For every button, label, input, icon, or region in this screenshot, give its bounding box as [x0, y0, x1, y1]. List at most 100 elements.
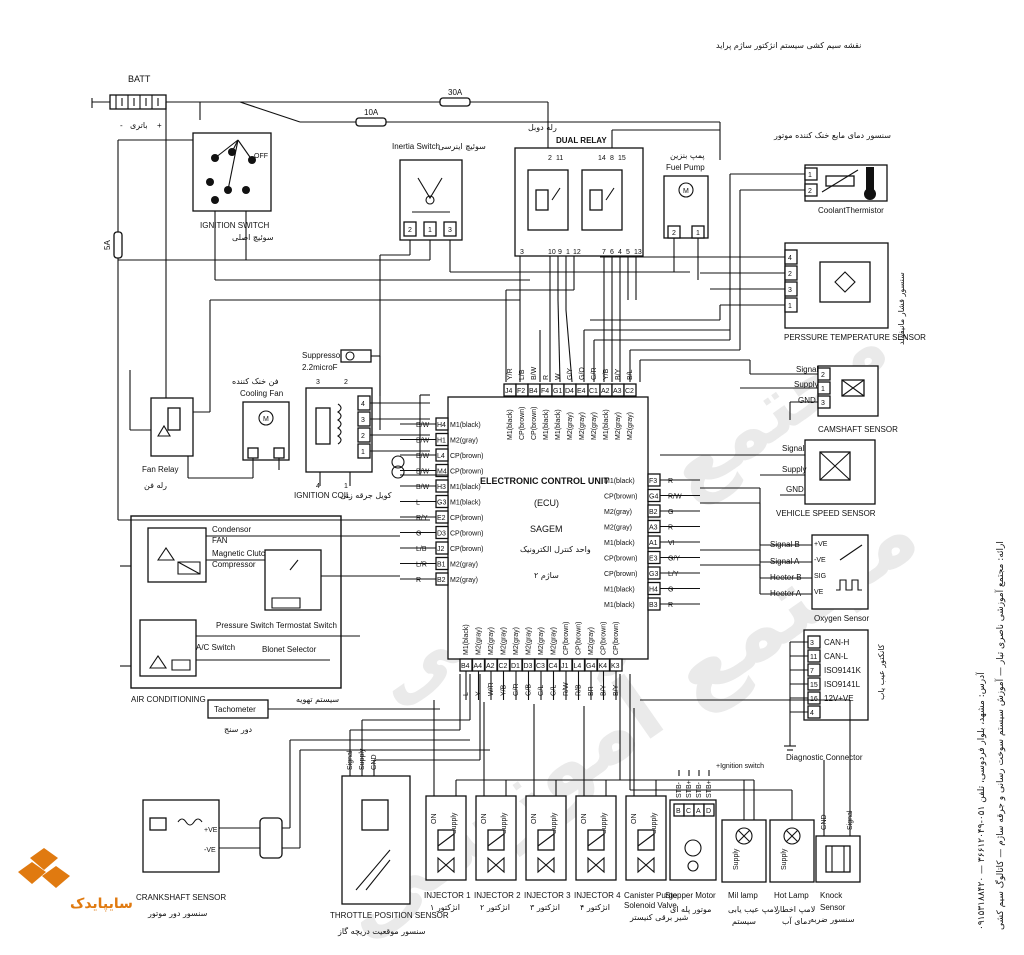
svg-text:VE: VE — [814, 589, 824, 596]
svg-text:4: 4 — [618, 249, 622, 256]
svg-text:SIG: SIG — [814, 573, 826, 580]
injector-label: INJECTOR 1 — [424, 891, 471, 900]
ecu-left-color: R — [416, 577, 421, 584]
ecu-left-pin: D3 — [437, 531, 446, 538]
ecu-top-color: B/Y — [615, 368, 622, 380]
ecu-top-id: M1(black) — [603, 409, 610, 440]
ecu-right-id: CP(brown) — [604, 556, 637, 563]
svg-text:1: 1 — [428, 227, 432, 234]
ecu-top-pin: J4 — [505, 388, 513, 395]
svg-text:1: 1 — [344, 483, 348, 490]
ecu-top-pin: C1 — [589, 388, 598, 395]
ecu-top-color: Y/R — [507, 368, 514, 380]
ecu-left-id: M2(gray) — [450, 577, 478, 584]
battery-fa: باتری — [130, 121, 148, 130]
throttle-position-sensor: Signal Supply GND THROTTLE POSITION SENS… — [330, 748, 449, 936]
ecu-bottom-id: CP(brown) — [613, 622, 620, 655]
svg-text:Supply: Supply — [733, 848, 740, 870]
ecu-left-color: B/W — [416, 484, 430, 491]
ecu-top-pin: G1 — [553, 388, 562, 395]
svg-text:2: 2 — [821, 372, 825, 379]
svg-text:سنسور دور موتور: سنسور دور موتور — [147, 909, 208, 918]
svg-text:فن خنک کننده: فن خنک کننده — [232, 377, 279, 386]
svg-text:سایپایدک: سایپایدک — [70, 896, 133, 912]
ecu-right-color: L/Y — [668, 571, 679, 578]
ecu-top-pin-box — [623, 383, 637, 397]
ecu-top-id: M2(gray) — [567, 412, 574, 440]
ecu-right-color: G — [668, 587, 673, 594]
svg-text:Supply: Supply — [782, 465, 806, 474]
svg-text:Supply: Supply — [651, 812, 658, 834]
svg-text:6: 6 — [610, 249, 614, 256]
ecu-right-color: G — [668, 509, 673, 516]
svg-text:ساژم ۲: ساژم ۲ — [534, 571, 559, 580]
ecu-bottom-pin: D1 — [511, 663, 520, 670]
camshaft-label: CAMSHAFT SENSOR — [818, 425, 898, 434]
svg-text:لامپ عیب یابی: لامپ عیب یابی — [728, 905, 778, 914]
diag-pin: 11 — [810, 654, 817, 661]
ecu-left-color: B/W — [416, 422, 430, 429]
svg-text:شیر برقی کنیستر: شیر برقی کنیستر — [629, 913, 689, 922]
header-right-vertical: ارائه: مجتمع آموزشی ناصری تبار — آموزش س… — [994, 541, 1006, 930]
ecu-top-color: Y/B — [603, 368, 610, 380]
svg-text:2: 2 — [788, 271, 792, 278]
ecu-right-id: M1(black) — [604, 602, 635, 609]
dual-relay: رله دوبل DUAL RELAY 2 11 14 8 15 3 10 9 … — [514, 123, 644, 257]
svg-text:9: 9 — [558, 249, 562, 256]
diag-pin-name: ISO9141K — [824, 666, 862, 675]
svg-text:سنسور ضربه: سنسور ضربه — [810, 915, 855, 924]
svg-text:1: 1 — [361, 449, 365, 456]
svg-text:4: 4 — [361, 401, 365, 408]
ecu-bottom-id: CP(brown) — [576, 622, 583, 655]
svg-text:دور سنج: دور سنج — [224, 725, 253, 734]
svg-text:رله فن: رله فن — [144, 481, 167, 490]
ecu-left-id: CP(brown) — [450, 531, 483, 538]
ecu-top-color: R — [543, 375, 550, 380]
svg-text:5A: 5A — [103, 240, 112, 250]
ecu-bottom-pins: B4LM1(black)A4YM2(gray)A2W/RM2(gray)C2Y/… — [459, 622, 623, 700]
svg-text:11: 11 — [556, 155, 563, 162]
ecu-right-color: R — [668, 525, 673, 532]
crankshaft-label: CRANKSHAFT SENSOR — [136, 893, 226, 902]
svg-text:+VE: +VE — [204, 827, 218, 834]
svg-text:1: 1 — [566, 249, 570, 256]
svg-text:Solenoid Valve: Solenoid Valve — [624, 901, 677, 910]
ecu-top-color: L/B — [519, 369, 526, 380]
coolant-label: CoolantThermistor — [818, 206, 884, 215]
battery: BATT - باتری + — [91, 74, 167, 130]
svg-text:2: 2 — [361, 433, 365, 440]
ecu-bottom-id: M2(gray) — [551, 627, 558, 655]
ecu-bottom-pin: B4 — [461, 663, 470, 670]
svg-text:سنسور موقعیت دریچه گاز: سنسور موقعیت دریچه گاز — [337, 926, 426, 936]
svg-text:GND: GND — [798, 396, 816, 405]
ecu-top-pin: F2 — [517, 388, 525, 395]
ecu-top-color: G/O — [579, 367, 586, 380]
ecu-right-pin: A1 — [649, 540, 658, 547]
oxygen-sensor: Signal B Signal A Heeter B Heeter A +VE … — [770, 534, 869, 623]
crankshaft-sensor: +VE -VE CRANKSHAFT SENSOR سنسور دور موتو… — [136, 799, 226, 918]
inertia-switch: Inertia Switch سوئیچ اینرسی 2 1 3 — [392, 142, 486, 241]
ecu-left-color: G — [416, 531, 421, 538]
ecu-top-id: M2(gray) — [579, 412, 586, 440]
svg-text:2: 2 — [408, 227, 412, 234]
ecu-bottom-pin: K3 — [611, 663, 620, 670]
oxygen-label: Oxygen Sensor — [814, 614, 869, 623]
svg-text:Supply: Supply — [451, 812, 458, 834]
svg-text:2.2microF: 2.2microF — [302, 363, 338, 372]
ecu-right-color: R/W — [668, 494, 682, 501]
ecu-left-pin: G3 — [437, 500, 446, 507]
ignition-coil-label: IGNITION COIL — [294, 491, 351, 500]
ecu-bottom-id: M2(gray) — [538, 627, 545, 655]
hot-lamp-label: Hot Lamp — [774, 891, 809, 900]
svg-text:3: 3 — [821, 400, 825, 407]
ecu-bottom-id: M2(gray) — [526, 627, 533, 655]
saipa-logo: سایپایدک — [18, 848, 133, 912]
tachometer: Tachometer دور سنج — [207, 699, 269, 734]
coolant-thermistor: سنسور دمای مایع خنک کننده موتور 1 2 Cool… — [773, 131, 891, 215]
